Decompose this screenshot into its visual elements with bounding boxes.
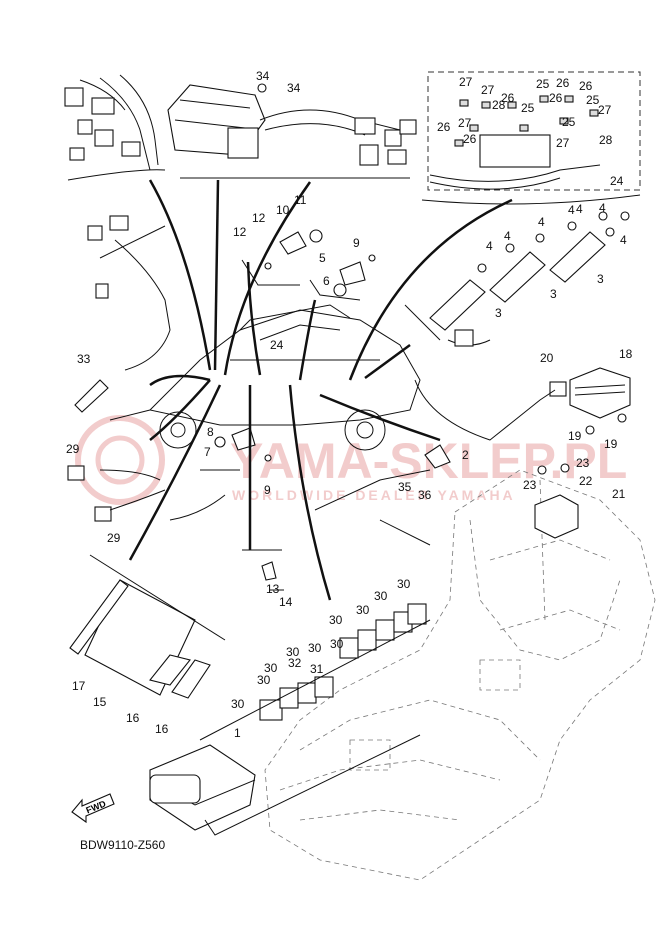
callout-label: 26 <box>501 91 515 105</box>
harness-top-left <box>64 74 159 171</box>
connector-group-box <box>427 71 641 191</box>
callout-label: 13 <box>266 582 280 596</box>
callout-label: 30 <box>286 645 300 659</box>
callout-label: 26 <box>463 132 477 146</box>
callout-label: 23 <box>576 456 590 470</box>
leader-lines <box>67 169 641 836</box>
vehicle-outline <box>148 304 421 451</box>
callout-label: 4 <box>620 233 627 247</box>
ecu <box>149 744 256 831</box>
callout-label: 30 <box>329 613 343 627</box>
callout-label: 30 <box>231 697 245 711</box>
harness-left <box>67 215 226 522</box>
callout-label: 5 <box>319 251 326 265</box>
callout-label: 23 <box>523 478 537 492</box>
fwd-arrow: FWD <box>71 793 115 824</box>
callout-label: 12 <box>252 211 266 225</box>
callout-label: 29 <box>107 531 121 545</box>
relay-block <box>259 603 427 721</box>
callout-label: 19 <box>568 429 582 443</box>
callout-label: 20 <box>540 351 554 365</box>
injectors <box>429 211 630 331</box>
callout-label: 18 <box>619 347 633 361</box>
callout-label: 4 <box>538 215 545 229</box>
fwd-label: FWD <box>84 798 107 815</box>
callout-label: 1 <box>234 726 241 740</box>
callout-label: 27 <box>459 75 473 89</box>
callout-label: 32 <box>288 656 302 670</box>
callout-label: 35 <box>398 480 412 494</box>
callout-label: 25 <box>586 93 600 107</box>
manuals <box>69 579 211 699</box>
callout-label: 16 <box>126 711 140 725</box>
callout-label: 28 <box>599 133 613 147</box>
callout-label: 7 <box>204 445 211 459</box>
callout-label: 30 <box>356 603 370 617</box>
callout-label: 30 <box>374 589 388 603</box>
frame-drawing <box>264 469 656 881</box>
callout-label: 30 <box>264 661 278 675</box>
watermark: YAMA-SKLEP.PL WORLDWIDE DEALER YAMAHA <box>75 415 627 505</box>
callout-label: 27 <box>598 103 612 117</box>
callout-label: 9 <box>264 483 271 497</box>
callout-label: 34 <box>287 81 301 95</box>
watermark-sub: WORLDWIDE DEALER YAMAHA <box>232 487 516 503</box>
callout-label: 4 <box>568 203 575 217</box>
callout-label: 3 <box>597 272 604 286</box>
callout-label: 27 <box>458 116 472 130</box>
callout-label: 24 <box>270 338 284 352</box>
starter-relay <box>534 463 579 539</box>
callout-label: 31 <box>310 662 324 676</box>
sensors <box>214 229 451 591</box>
callout-label: 21 <box>612 487 626 501</box>
regulator <box>414 329 631 441</box>
callout-label: 27 <box>556 136 570 150</box>
callout-label: 16 <box>155 722 169 736</box>
callout-label: 8 <box>207 425 214 439</box>
callout-label: 25 <box>521 101 535 115</box>
callout-label: 12 <box>233 225 247 239</box>
callout-label: 4 <box>504 229 511 243</box>
callout-label: 14 <box>279 595 293 609</box>
callout-label: 25 <box>536 77 550 91</box>
callout-label: 26 <box>549 91 563 105</box>
callout-label: 6 <box>323 274 330 288</box>
callout-label: 11 <box>294 193 307 207</box>
callout-label: 26 <box>556 76 570 90</box>
callout-label: 9 <box>353 236 360 250</box>
callout-label: 30 <box>397 577 411 591</box>
callout-label: 25 <box>562 115 576 129</box>
callout-label: 34 <box>256 69 270 83</box>
callout-label: 15 <box>93 695 107 709</box>
callout-label: 19 <box>604 437 618 451</box>
callout-label: 28 <box>492 98 506 112</box>
callout-label: 29 <box>66 442 80 456</box>
callout-label: 4 <box>576 202 583 216</box>
callout-label: 4 <box>599 201 606 215</box>
callout-label: 26 <box>579 79 593 93</box>
callout-label: 17 <box>72 679 86 693</box>
callout-label: 30 <box>330 637 344 651</box>
callout-label: 26 <box>437 120 451 134</box>
cdi-unit <box>167 83 417 166</box>
callout-label: 22 <box>579 474 593 488</box>
callout-label: 2 <box>462 448 469 462</box>
callout-label: 30 <box>308 641 322 655</box>
callout-label: 30 <box>257 673 271 687</box>
callout-label: 10 <box>276 203 290 217</box>
callout-label: 24 <box>610 174 624 188</box>
callout-label: 3 <box>495 306 502 320</box>
callout-label: 36 <box>418 488 432 502</box>
callout-label: 33 <box>77 352 91 366</box>
callout-label: 27 <box>481 83 495 97</box>
diagram-code: BDW9110-Z560 <box>80 838 165 852</box>
callout-label: 3 <box>550 287 557 301</box>
callout-label: 4 <box>486 239 493 253</box>
